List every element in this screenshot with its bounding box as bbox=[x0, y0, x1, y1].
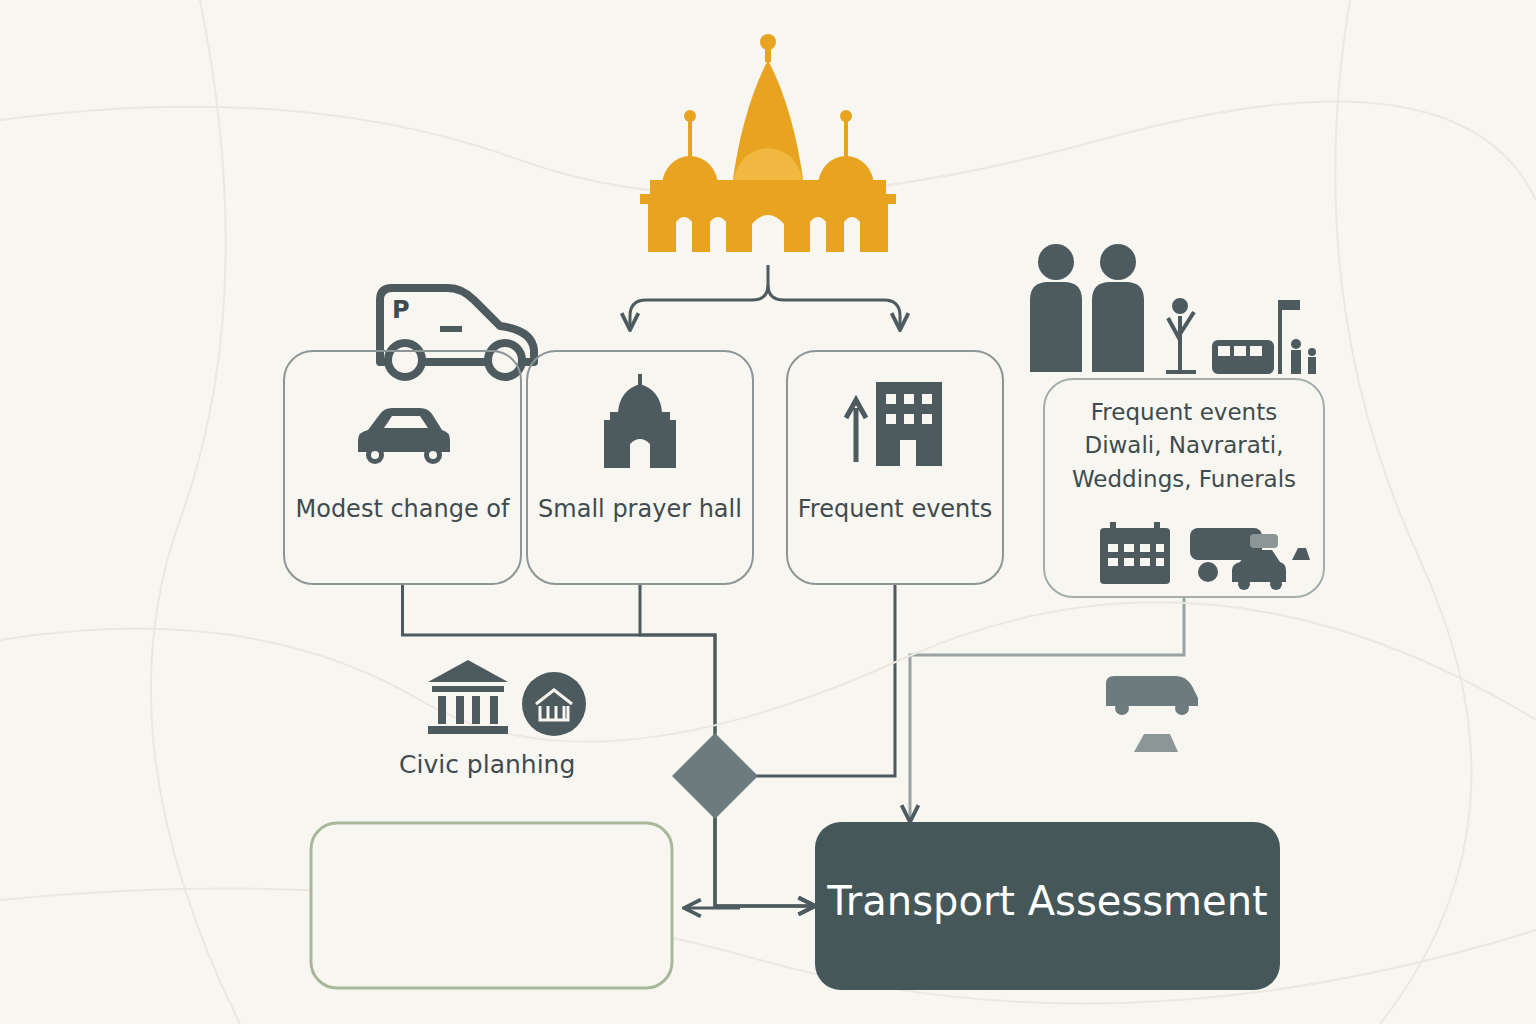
temple-icon bbox=[640, 34, 896, 252]
event-box: Frequent eventsDiwali, Navrarati, Weddin… bbox=[1043, 378, 1325, 598]
decision-diamond bbox=[672, 733, 758, 819]
traffic-icon bbox=[1190, 528, 1310, 590]
node-heading: Frequent events bbox=[798, 492, 992, 527]
flow-connector bbox=[910, 598, 1184, 822]
calendar-icon bbox=[1100, 522, 1170, 584]
process-box: Frequent events bbox=[786, 350, 1004, 585]
car-icon bbox=[358, 408, 450, 464]
building-growth-icon bbox=[846, 382, 942, 466]
parking-van-icon bbox=[380, 288, 534, 377]
process-box: Small prayer hall bbox=[526, 350, 754, 585]
double-arrow bbox=[684, 907, 740, 910]
node-body: Diwali, Navrarati, Weddings, Funerals bbox=[1055, 429, 1313, 496]
civic-label: Civic planhing bbox=[399, 750, 575, 779]
people-icon bbox=[1030, 244, 1144, 372]
bus-stop-icon bbox=[1212, 300, 1316, 374]
empty-box bbox=[311, 823, 672, 988]
tree-icon bbox=[1166, 300, 1196, 372]
node-heading: Transport Assessment bbox=[827, 872, 1267, 930]
node-heading: Small prayer hall bbox=[538, 492, 742, 527]
temple-bracket bbox=[630, 265, 900, 330]
prayer-hall-icon bbox=[604, 374, 676, 468]
result-box: Transport Assessment bbox=[815, 822, 1279, 990]
node-heading: Modest change of bbox=[295, 492, 509, 527]
civic-building-icon bbox=[428, 660, 586, 736]
van-icon bbox=[1106, 676, 1198, 752]
process-box: Modest change of bbox=[283, 350, 521, 585]
node-heading: Frequent events bbox=[1091, 396, 1277, 429]
parking-letter: P bbox=[392, 296, 410, 324]
